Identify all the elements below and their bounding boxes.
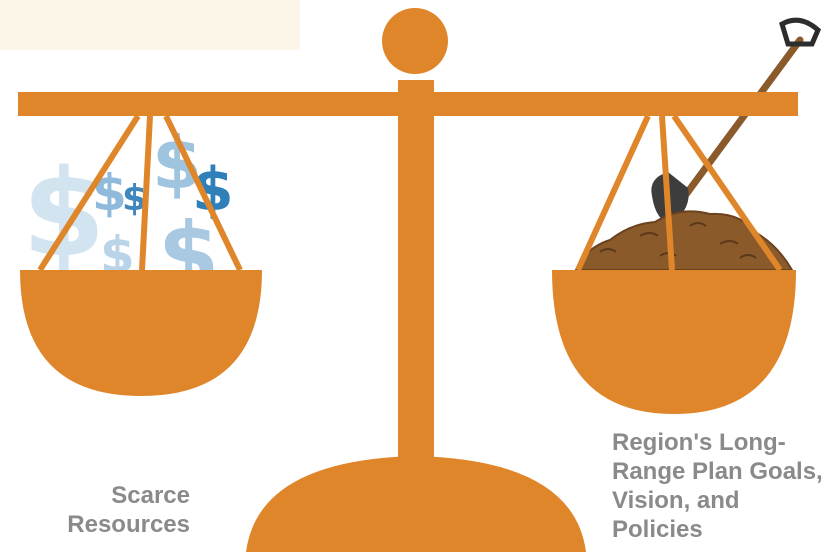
long-range-plan-label: Region's Long- Range Plan Goals, Vision,…	[612, 428, 832, 544]
scale-knob	[382, 8, 448, 74]
scarce-resources-label: Scarce Resources	[60, 481, 190, 539]
label-line: Region's Long-	[612, 429, 786, 456]
dirt-pile-icon	[574, 210, 794, 271]
dollar-sign-icon: $	[22, 145, 106, 284]
scale-base	[246, 456, 586, 552]
label-line: Policies	[612, 516, 703, 543]
background-tint	[0, 0, 300, 50]
scale-beam	[18, 92, 798, 116]
scale	[18, 8, 798, 552]
label-line: Vision, and	[612, 487, 740, 514]
left-pan	[20, 270, 262, 396]
right-pan-strings	[575, 114, 783, 272]
label-line: Range Plan Goals,	[612, 458, 823, 485]
scale-post	[398, 80, 434, 500]
label-line: Scarce	[111, 482, 190, 509]
dirt-texture	[599, 222, 757, 259]
label-line: Resources	[67, 511, 190, 538]
left-pan-strings	[37, 114, 243, 272]
right-pan	[552, 270, 796, 414]
